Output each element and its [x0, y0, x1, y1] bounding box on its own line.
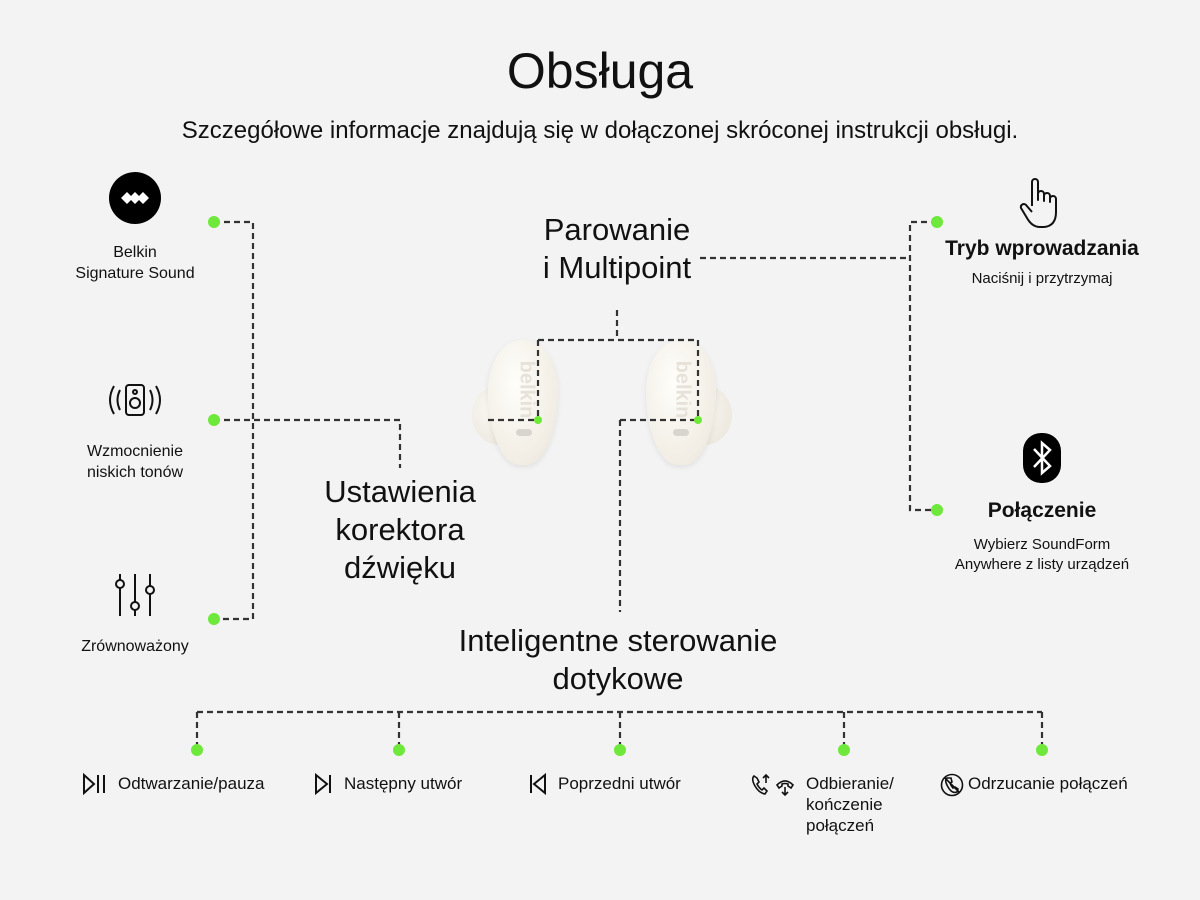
label-line: połączeń [806, 816, 875, 835]
label-line: Belkin [113, 244, 157, 261]
touch-hand-icon [1019, 178, 1057, 228]
bass-speaker-icon [109, 384, 161, 416]
label-line: kończenie [806, 795, 883, 814]
connection-desc: Wybierz SoundForm Anywhere z listy urząd… [955, 535, 1129, 575]
heading-line: dotykowe [552, 661, 684, 696]
touch-mode-desc: Naciśnij i przytrzymaj [971, 270, 1113, 287]
touch-controls-heading: Inteligentne sterowanie dotykowe [459, 622, 778, 698]
label-line: niskich tonów [86, 464, 184, 481]
heading-line: dźwięku [344, 550, 456, 585]
eq-settings-heading: Ustawienia korektora dźwięku [324, 473, 476, 587]
previous-track-icon [530, 773, 546, 795]
balanced-label: Zrównoważony [81, 638, 189, 655]
answer-end-call-label: Odbieranie/ kończenie połączeń [806, 773, 894, 836]
bluetooth-icon [1023, 433, 1061, 483]
belkin-signature-sound-icon [109, 172, 161, 224]
heading-line: Parowanie [543, 212, 691, 247]
heading-line: Ustawienia [324, 474, 476, 509]
heading-line: korektora [335, 512, 465, 547]
label-line: Wzmocnienie [86, 443, 184, 460]
connection-title: Połączenie [987, 499, 1097, 522]
next-track-item: Następny utwór [314, 773, 462, 795]
desc-line: Anywhere z listy urządzeń [954, 556, 1130, 573]
play-pause-label: Odtwarzanie/pauza [118, 774, 265, 793]
heading-line: i Multipoint [542, 250, 692, 285]
play-pause-item: Odtwarzanie/pauza [82, 773, 264, 795]
heading-line: Inteligentne sterowanie [458, 623, 778, 658]
green-dots [191, 216, 1048, 756]
previous-track-item: Poprzedni utwór [528, 773, 681, 795]
signature-sound-label: Belkin Signature Sound [75, 242, 194, 284]
reject-call-item: Odrzucanie połączeń [940, 773, 1128, 797]
touch-mode-title: Tryb wprowadzania [945, 237, 1139, 260]
pairing-heading: Parowanie i Multipoint [543, 211, 691, 287]
bass-boost-label: Wzmocnienie niskich tonów [87, 441, 183, 483]
answer-end-call-icon [751, 773, 795, 797]
desc-line: Wybierz SoundForm [973, 536, 1111, 553]
page-title: Obsługa [506, 43, 694, 99]
reject-call-label: Odrzucanie połączeń [968, 774, 1128, 793]
page-subtitle: Szczegółowe informacje znajdują się w do… [181, 117, 1019, 144]
play-pause-icon [83, 773, 105, 795]
label-line: Signature Sound [75, 265, 195, 282]
label-line: Odbieranie/ [806, 774, 894, 793]
previous-track-label: Poprzedni utwór [558, 774, 681, 793]
equalizer-sliders-icon [115, 574, 155, 616]
next-track-icon [315, 773, 331, 795]
answer-end-call-item: Odbieranie/ kończenie połączeń [750, 773, 894, 836]
reject-call-icon [940, 773, 964, 797]
next-track-label: Następny utwór [344, 774, 463, 793]
